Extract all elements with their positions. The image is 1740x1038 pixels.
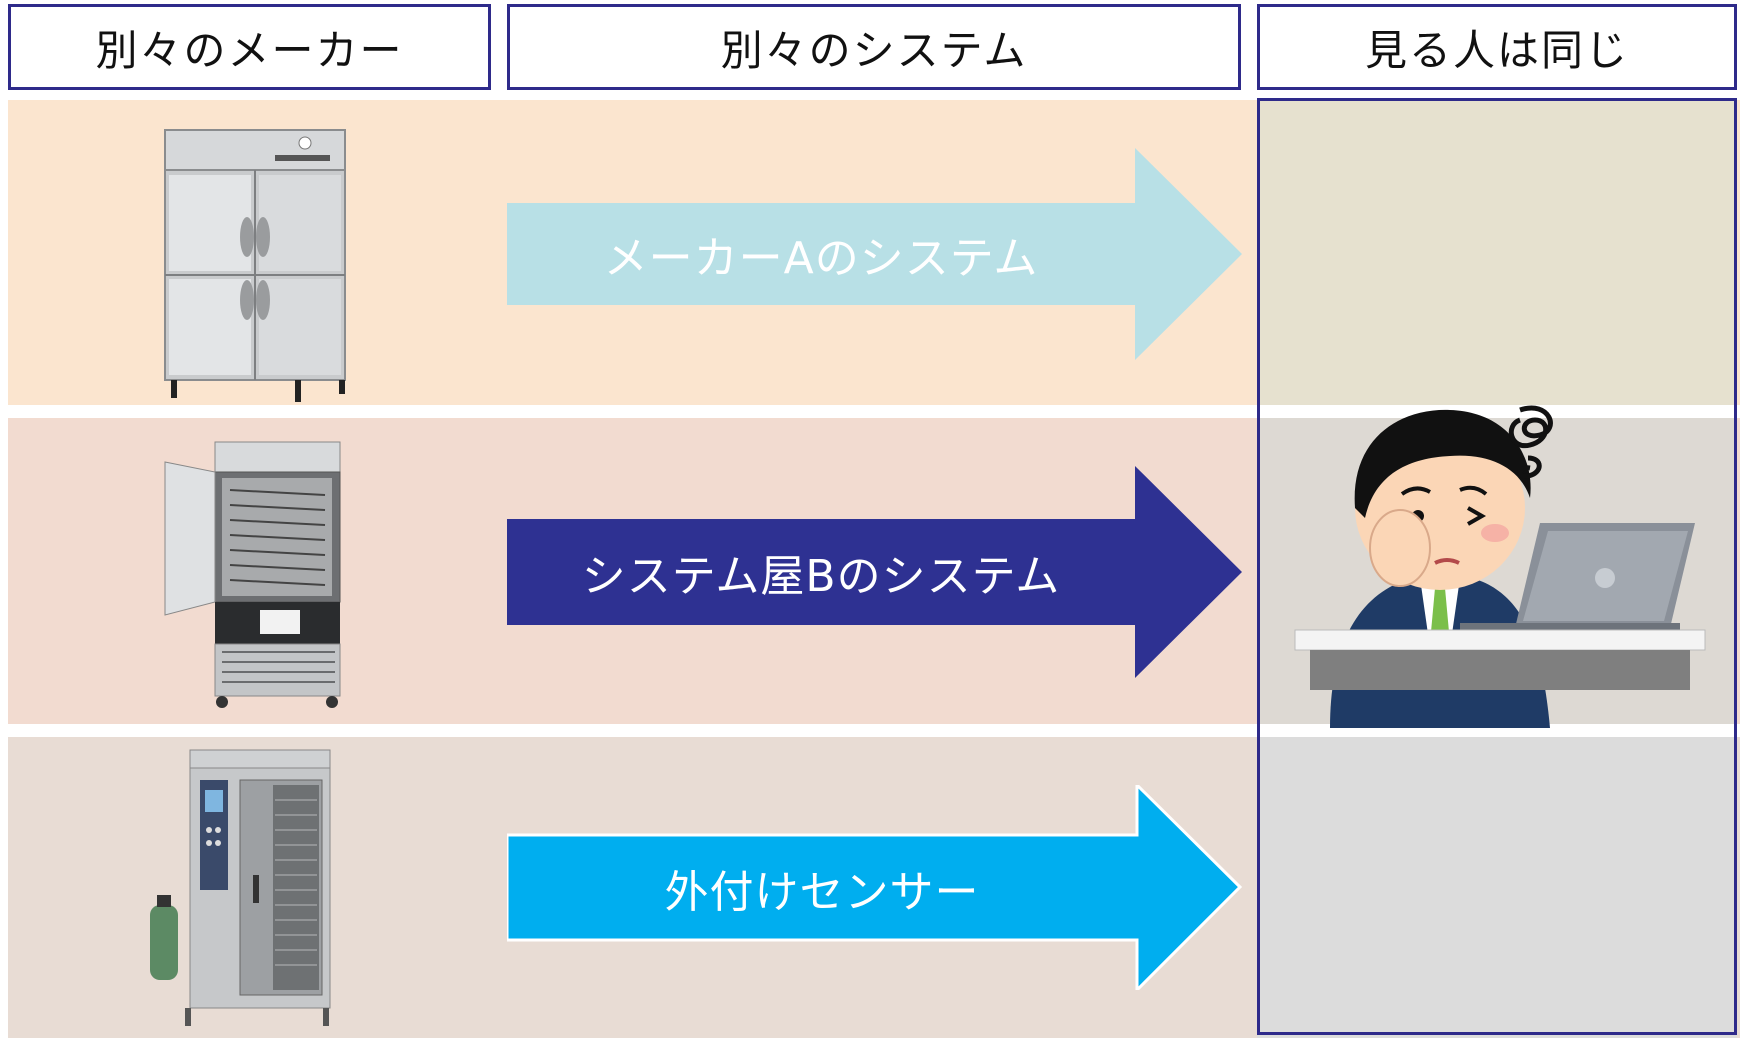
header-makers: 別々のメーカー [8,4,491,90]
worried-person-at-laptop-illustration [1294,405,1706,728]
refrigerator-icon [164,129,346,402]
combi-oven-icon [150,749,331,1026]
arrow-system-b [507,466,1242,678]
arrow-external-sensor [507,785,1242,990]
arrow-maker-a [507,148,1242,360]
header-systems-label: 別々のシステム [720,25,1028,75]
header-viewer-label: 見る人は同じ [1364,25,1629,75]
blast-chiller-icon [164,441,341,708]
viewer-panel-top-tint [1257,98,1737,405]
viewer-panel [1257,98,1737,1035]
arrow-external-sensor-label: 外付けセンサー [664,866,980,918]
arrow-maker-a-label: メーカーAのシステム [603,233,1039,284]
viewer-panel-bottom-tint [1257,737,1737,1038]
header-systems: 別々のシステム [507,4,1241,90]
arrow-system-b-label: システム屋Bのシステム [581,551,1061,602]
header-viewer: 見る人は同じ [1257,4,1737,90]
header-makers-label: 別々のメーカー [95,25,404,75]
